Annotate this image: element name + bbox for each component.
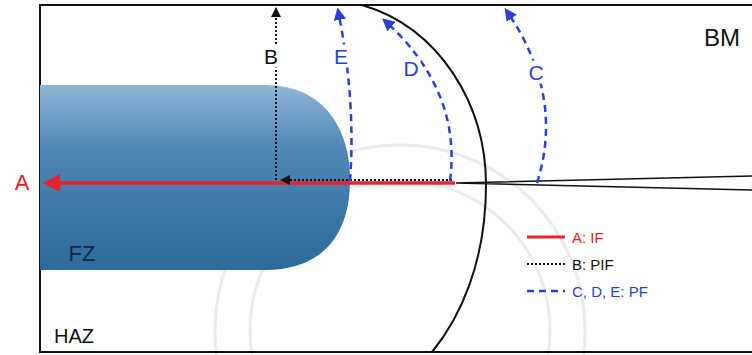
path-label: B bbox=[262, 45, 280, 68]
path-label: C bbox=[526, 61, 545, 84]
region-label: HAZ bbox=[52, 325, 96, 347]
path-label: A bbox=[13, 171, 32, 195]
legend-entry: A: IF bbox=[572, 230, 604, 245]
path-label: D bbox=[401, 57, 420, 80]
legend-entry: C, D, E: PF bbox=[572, 284, 648, 299]
region-label: FZ bbox=[67, 242, 98, 266]
fusion-zone bbox=[40, 85, 350, 270]
path-e bbox=[338, 10, 352, 181]
path-label: E bbox=[332, 45, 350, 68]
legend-samples bbox=[527, 237, 565, 291]
path-d bbox=[384, 20, 452, 181]
path-b-horizontal bbox=[282, 179, 452, 181]
notch bbox=[456, 176, 752, 190]
legend-entry: B: PIF bbox=[572, 257, 614, 272]
region-label: BM bbox=[702, 25, 742, 51]
base-metal-frame bbox=[40, 5, 752, 352]
path-b-vertical bbox=[275, 9, 277, 180]
haz-boundary bbox=[362, 5, 486, 352]
path-a-interfacial bbox=[46, 181, 455, 185]
path-c bbox=[506, 10, 546, 183]
